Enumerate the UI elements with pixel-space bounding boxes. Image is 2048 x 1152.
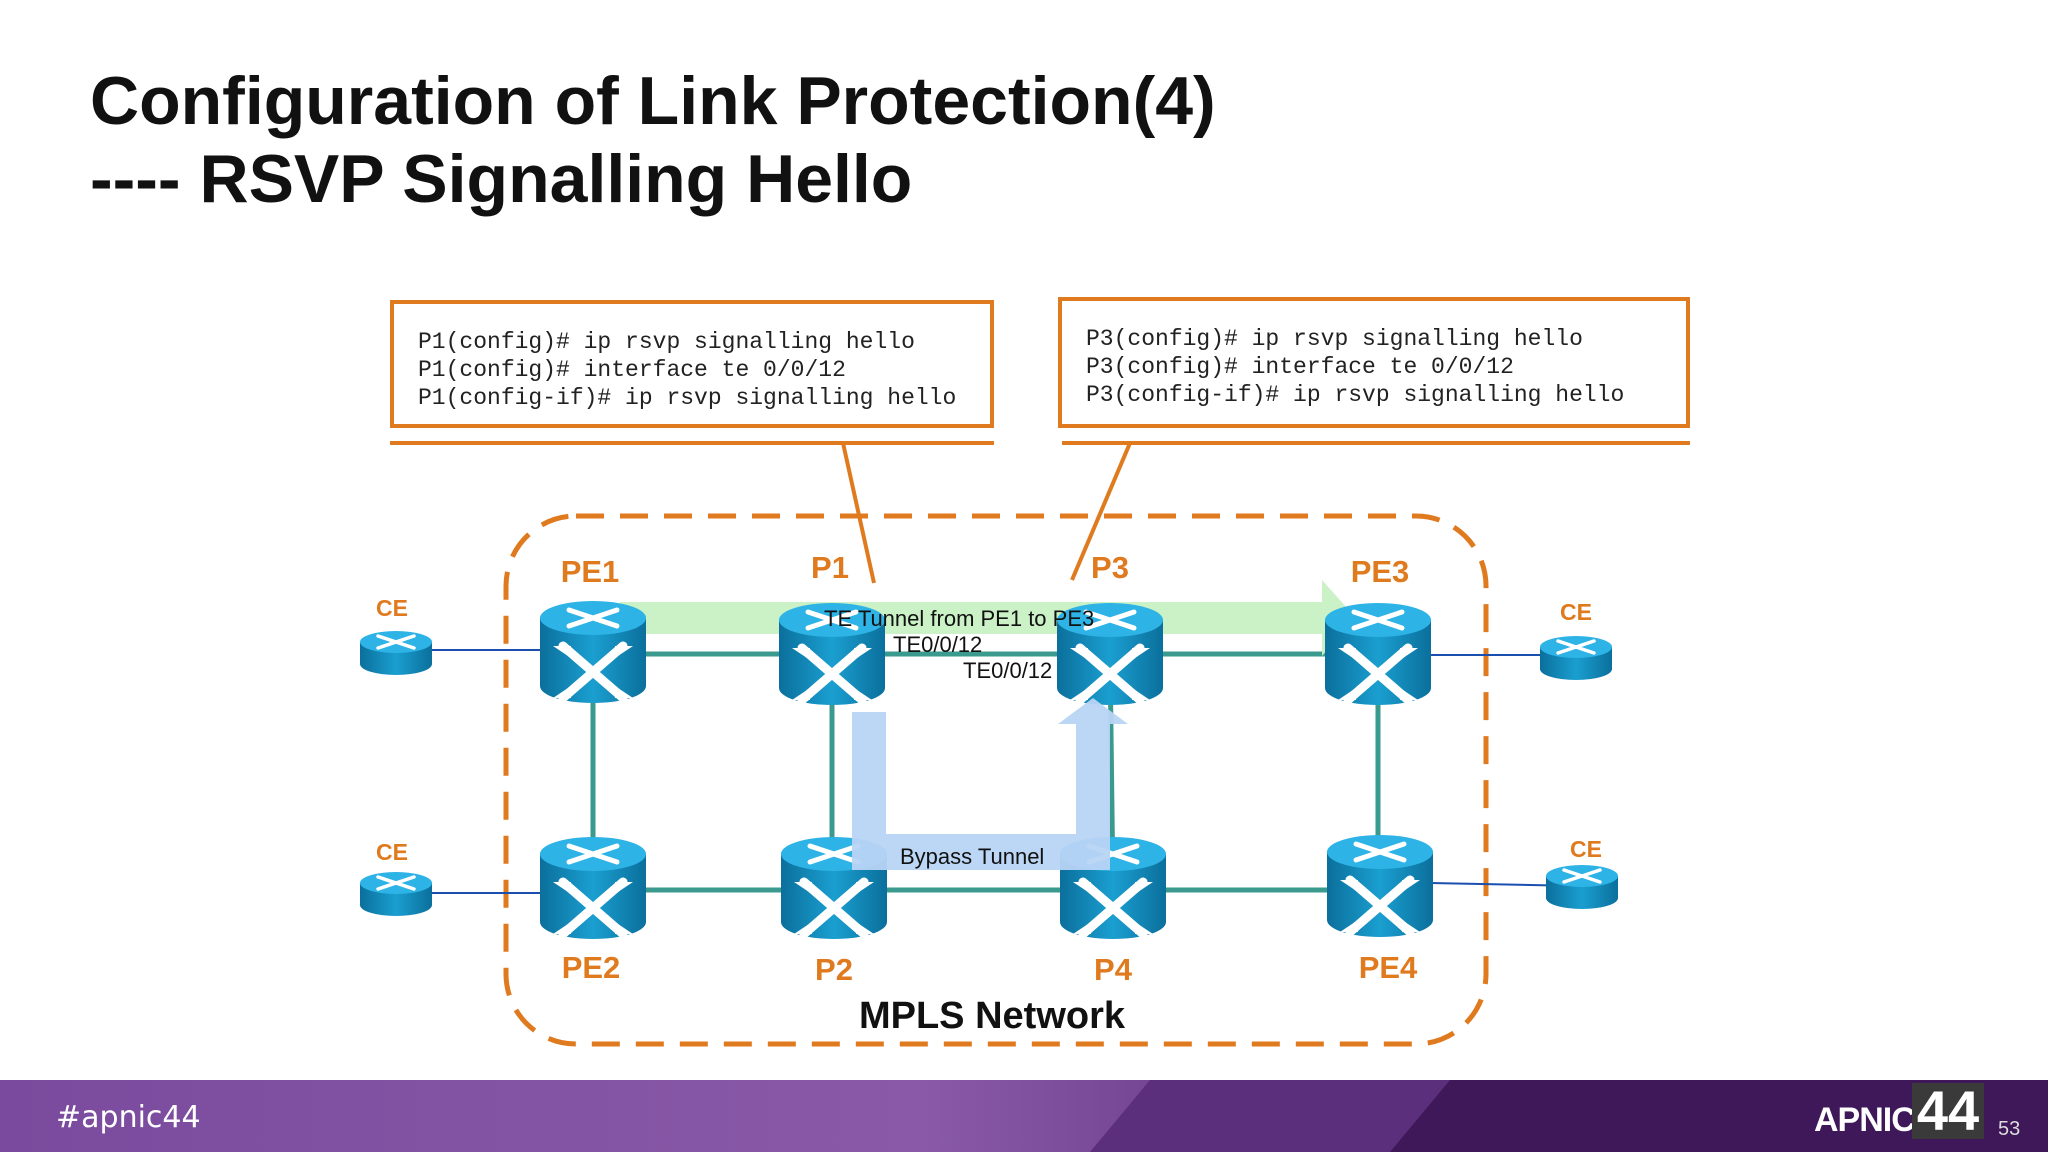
label-ce-top-right: CE [1560, 599, 1592, 625]
footer-bar [0, 1080, 2048, 1152]
bypass-tunnel-arrow [852, 698, 1128, 870]
footer-hashtag: #apnic44 [56, 1100, 201, 1135]
p3-config-box: P3(config)# ip rsvp signalling hello P3(… [1058, 297, 1690, 428]
apnic-logo-number: 44 [1912, 1083, 1984, 1139]
slide-title: Configuration of Link Protection(4) ----… [90, 62, 1216, 218]
p1-callout-line [841, 442, 876, 584]
label-p4: P4 [1094, 952, 1133, 987]
mpls-network-diagram: PE1 P1 P3 PE3 PE2 P2 P4 PE4 CE CE CE CE … [358, 441, 1690, 1047]
mpls-network-label: MPLS Network [859, 995, 1126, 1037]
mpls-network-boundary [503, 513, 1489, 1047]
label-pe1: PE1 [561, 554, 620, 589]
te-tunnel-label: TE Tunnel from PE1 to PE3 [824, 606, 1094, 631]
bypass-tunnel-label: Bypass Tunnel [900, 844, 1044, 869]
ce-router-bottom-right [1544, 863, 1620, 911]
label-pe2: PE2 [562, 950, 621, 985]
p1-config-line-3: P1(config-if)# ip rsvp signalling hello [418, 385, 957, 411]
label-ce-bottom-left: CE [376, 839, 408, 865]
p1-config-line-1: P1(config)# ip rsvp signalling hello [418, 329, 915, 355]
title-line-1: Configuration of Link Protection(4) [90, 63, 1216, 139]
ce-router-top-right [1538, 634, 1614, 682]
apnic-logo-text: APNIC [1814, 1101, 1916, 1139]
ce-router-top-left [358, 629, 434, 677]
ce-router-bottom-left [358, 870, 434, 918]
te-tunnel-arrow [620, 580, 1356, 656]
p3-callout-line [1070, 442, 1132, 581]
p3-config-line-2: P3(config)# interface te 0/0/12 [1086, 354, 1514, 380]
label-p1: P1 [811, 550, 849, 585]
p1-config-line-2: P1(config)# interface te 0/0/12 [418, 357, 846, 383]
interface-label-p3: TE0/0/12 [963, 658, 1052, 683]
router-pe3 [1325, 603, 1431, 705]
interface-label-p1: TE0/0/12 [893, 632, 982, 657]
p3-config-line-1: P3(config)# ip rsvp signalling hello [1086, 326, 1583, 352]
router-pe2 [540, 837, 646, 939]
title-line-2: ---- RSVP Signalling Hello [90, 141, 913, 217]
label-p2: P2 [815, 952, 853, 987]
label-pe4: PE4 [1359, 950, 1418, 985]
label-p3: P3 [1091, 550, 1129, 585]
label-ce-bottom-right: CE [1570, 836, 1602, 862]
label-ce-top-left: CE [376, 595, 408, 621]
p1-config-box: P1(config)# ip rsvp signalling hello P1(… [390, 300, 994, 428]
router-pe1 [540, 601, 646, 703]
label-pe3: PE3 [1351, 554, 1410, 589]
router-pe4 [1327, 835, 1433, 937]
p3-config-line-3: P3(config-if)# ip rsvp signalling hello [1086, 382, 1625, 408]
page-number: 53 [1998, 1118, 2021, 1140]
